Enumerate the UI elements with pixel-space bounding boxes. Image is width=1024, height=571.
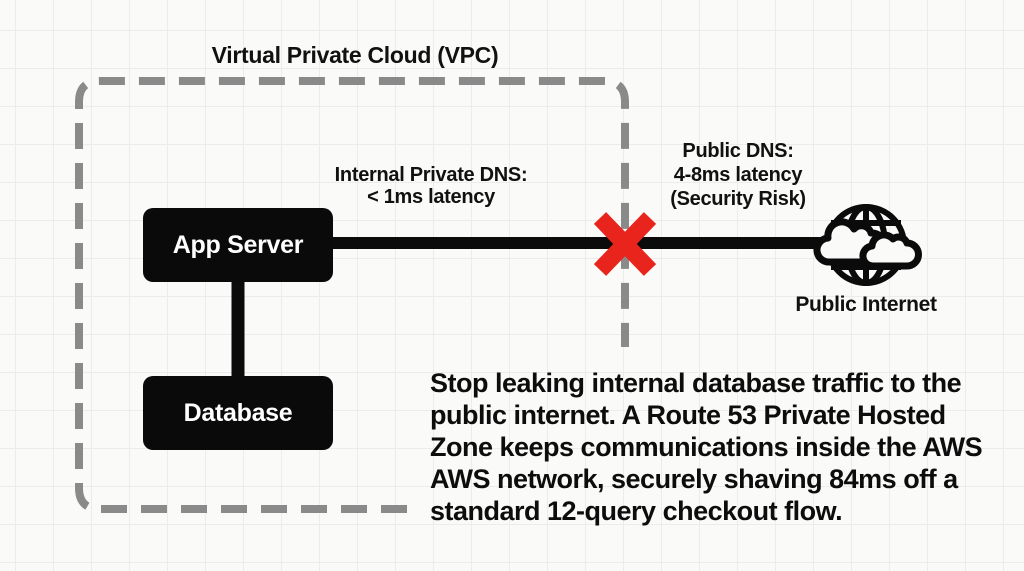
app-server-node: [143, 208, 333, 282]
public-internet-label: Public Internet: [795, 293, 937, 316]
vpc-dashed-border: [75, 77, 629, 513]
public-dns-label: Public DNS: 4-8ms latency (Security Risk…: [670, 140, 806, 210]
database-node: [143, 376, 333, 450]
database-label: Database: [183, 398, 293, 427]
app-server-label: App Server: [172, 230, 304, 259]
internal-dns-label: Internal Private DNS: < 1ms latency: [334, 164, 528, 208]
caption-text: Stop leaking internal database traffic t…: [430, 368, 983, 526]
vpc-title: Virtual Private Cloud (VPC): [211, 42, 499, 68]
globe-cloud-icon: [813, 204, 922, 286]
blocked-x-icon: [593, 212, 657, 276]
